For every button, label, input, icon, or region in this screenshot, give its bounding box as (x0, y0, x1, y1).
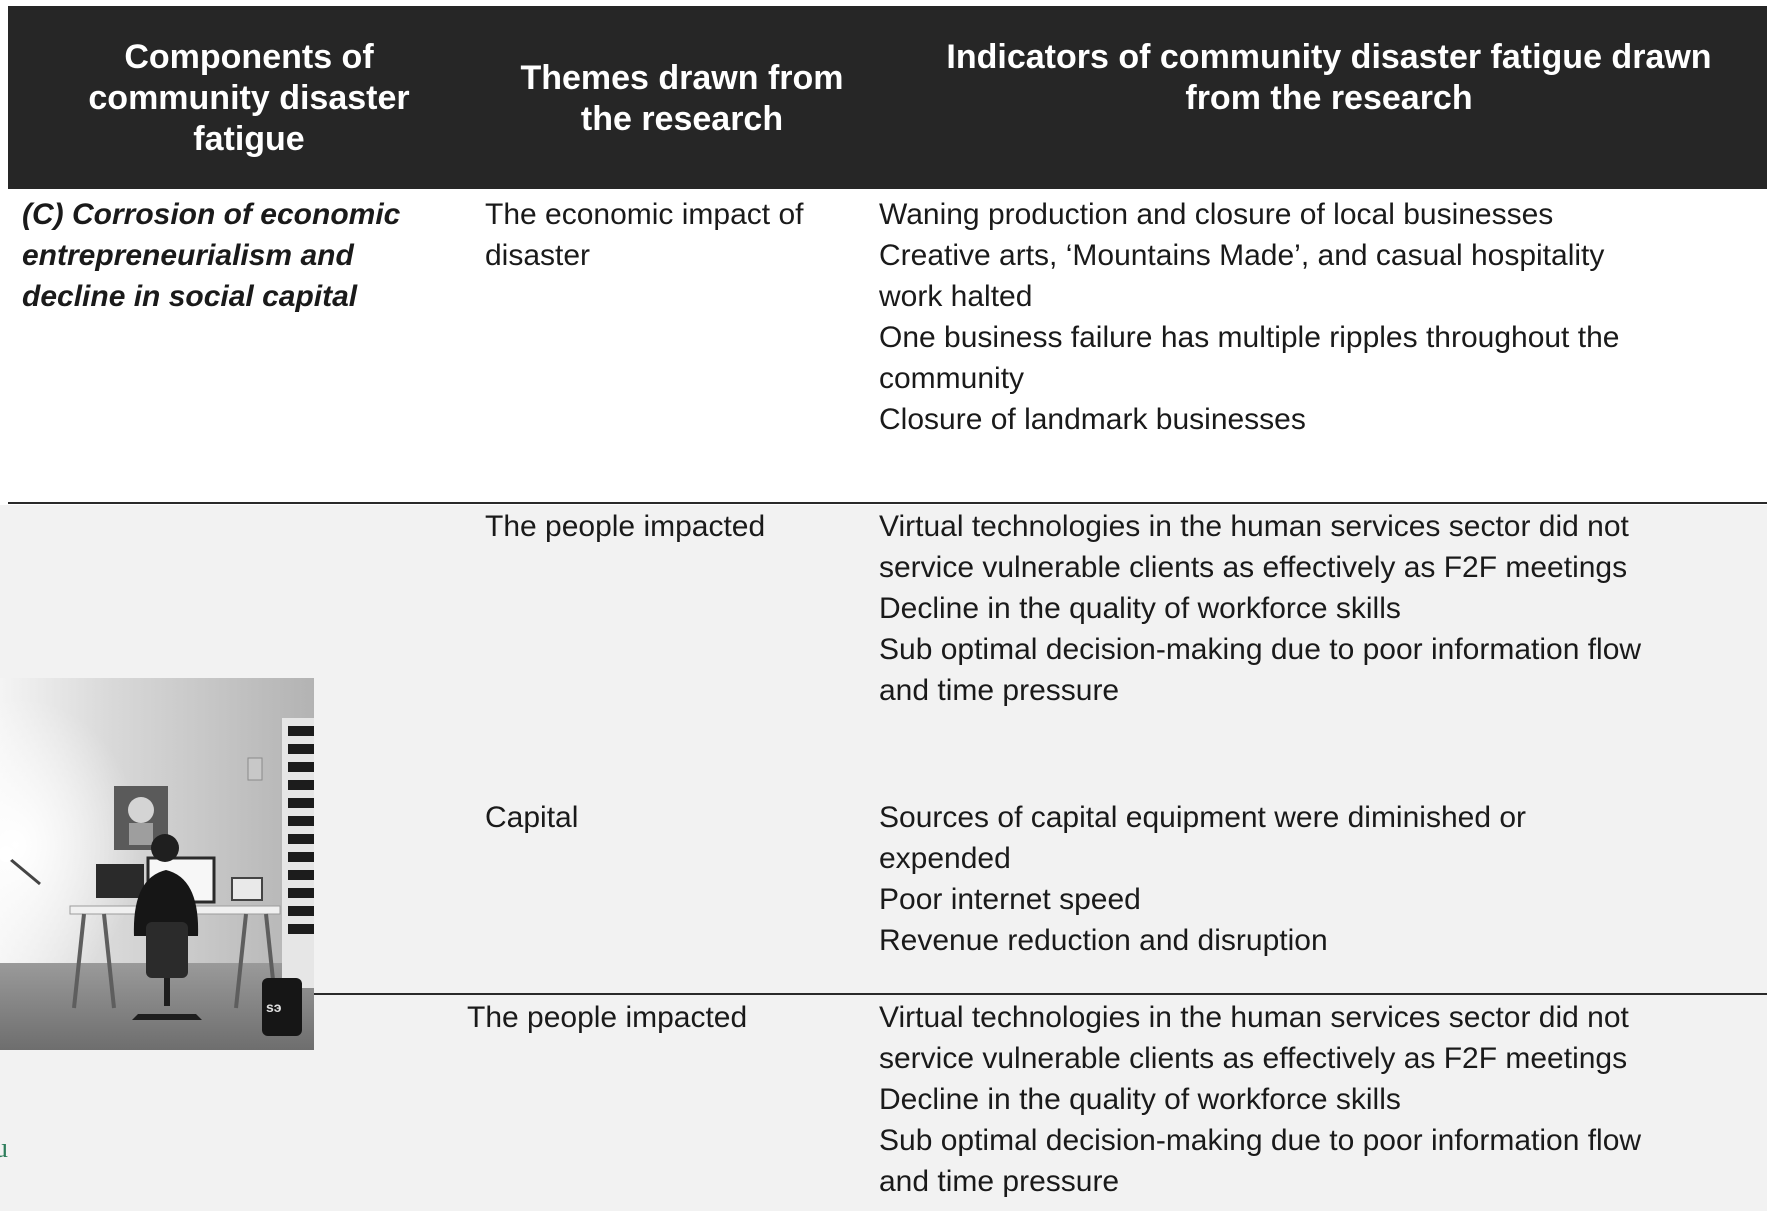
indicators-cell: Virtual technologies in the human servic… (879, 506, 1759, 711)
svg-text:sэ: sэ (266, 999, 282, 1015)
header-themes-line: Themes drawn from (520, 59, 844, 97)
row-divider (300, 993, 1767, 995)
indicator-line: Closure of landmark businesses (879, 403, 1306, 436)
indicators-cell: Virtual technologies in the human servic… (879, 997, 1759, 1202)
theme-cell: Capital (485, 797, 855, 838)
indicator-line: One business failure has multiple ripple… (879, 321, 1620, 354)
indicator-line: Revenue reduction and disruption (879, 924, 1328, 957)
header-components-line: community disaster (88, 79, 410, 117)
header-themes: Themes drawn from the research (492, 58, 872, 140)
indicator-line: service vulnerable clients as effectivel… (879, 551, 1628, 584)
theme-line: Capital (485, 801, 579, 834)
indicator-line: Sub optimal decision-making due to poor … (879, 633, 1642, 666)
indicator-line: community (879, 362, 1025, 395)
clipped-margin-letter-text: u (0, 1134, 8, 1164)
component-line: decline in social capital (22, 280, 358, 313)
indicator-line: Creative arts, ‘Mountains Made’, and cas… (879, 239, 1605, 272)
indicator-line: service vulnerable clients as effectivel… (879, 1042, 1628, 1075)
indicator-line: Decline in the quality of workforce skil… (879, 592, 1401, 625)
clipped-margin-letter: u (0, 1134, 12, 1164)
header-components: Components of community disaster fatigue (26, 37, 472, 160)
indicators-cell: Sources of capital equipment were dimini… (879, 797, 1759, 961)
indicator-line: Poor internet speed (879, 883, 1141, 916)
theme-cell: The economic impact of disaster (485, 194, 855, 276)
indicator-line: and time pressure (879, 674, 1120, 707)
indicator-line: expended (879, 842, 1011, 875)
header-themes-line: the research (580, 100, 784, 138)
header-indicators: Indicators of community disaster fatigue… (896, 37, 1762, 119)
home-office-photo: sэ (0, 678, 314, 1050)
header-indicators-line: from the research (1185, 79, 1473, 117)
indicator-line: Sub optimal decision-making due to poor … (879, 1124, 1642, 1157)
indicator-line: Sources of capital equipment were dimini… (879, 801, 1527, 834)
indicators-cell: Waning production and closure of local b… (879, 194, 1759, 440)
indicator-line: and time pressure (879, 1165, 1120, 1198)
indicator-line: Virtual technologies in the human servic… (879, 510, 1629, 543)
theme-line: The people impacted (467, 1001, 748, 1034)
header-indicators-line: Indicators of community disaster fatigue… (946, 38, 1712, 76)
indicator-line: Virtual technologies in the human servic… (879, 1001, 1629, 1034)
table-header: Components of community disaster fatigue… (8, 6, 1767, 189)
header-components-line: fatigue (193, 120, 305, 158)
component-line: entrepreneurialism and (22, 239, 354, 272)
indicator-line: Waning production and closure of local b… (879, 198, 1554, 231)
theme-cell: The people impacted (485, 506, 855, 547)
home-office-photo-illustration: sэ (0, 678, 314, 1050)
component-line: (C) Corrosion of economic (22, 198, 401, 231)
row-divider (8, 502, 1767, 504)
indicator-line: work halted (879, 280, 1033, 313)
theme-line: The people impacted (485, 510, 766, 543)
header-components-line: Components of (124, 38, 374, 76)
component-cell: (C) Corrosion of economic entrepreneuria… (22, 194, 462, 317)
theme-cell: The people impacted (467, 997, 847, 1038)
theme-line: disaster (485, 239, 591, 272)
theme-line: The economic impact of (485, 198, 804, 231)
indicator-line: Decline in the quality of workforce skil… (879, 1083, 1401, 1116)
